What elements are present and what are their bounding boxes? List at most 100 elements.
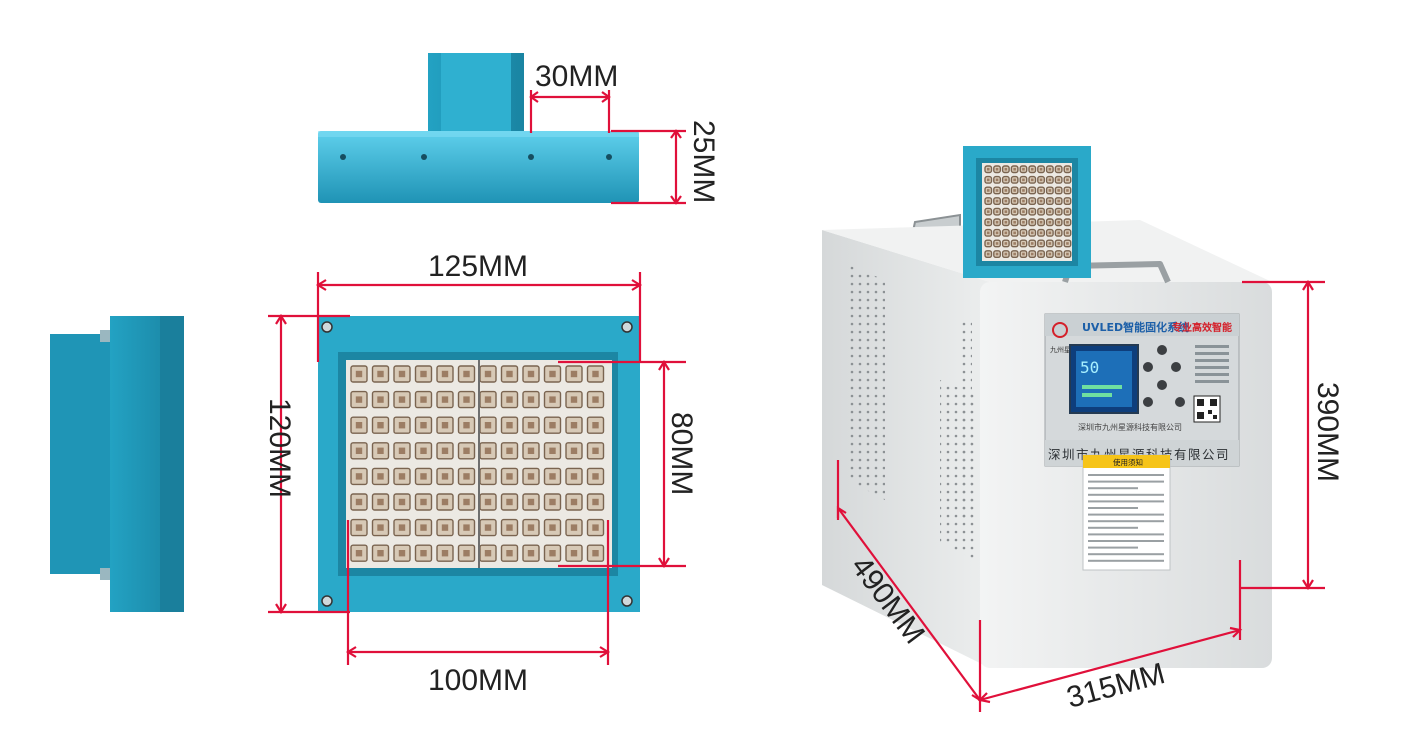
panel-button-up[interactable]	[1157, 345, 1167, 355]
led-chip	[463, 498, 470, 506]
led-chip	[995, 210, 999, 213]
led-chip	[592, 396, 599, 403]
led-chip	[1004, 199, 1008, 203]
panel-button-down[interactable]	[1157, 380, 1167, 390]
led-chip	[463, 550, 470, 557]
led-chip	[398, 447, 406, 454]
led-chip	[420, 524, 427, 531]
led-chip	[1048, 252, 1052, 256]
led-chip	[527, 422, 535, 429]
control-panel: UVLED智能固化系统 专业高效智能 九州星源 50	[1044, 313, 1240, 467]
led-chip	[506, 422, 513, 429]
led-chip	[986, 189, 990, 192]
dim-unit-height: 390MM	[1311, 382, 1344, 482]
led-chip	[420, 370, 427, 378]
led-chip	[1004, 231, 1008, 235]
led-chip	[420, 422, 427, 429]
label-text-line	[1088, 520, 1164, 523]
led-chip	[441, 473, 449, 480]
led-chip	[355, 370, 363, 378]
led-chip	[1066, 178, 1069, 182]
dim-front-height: 120MM	[263, 398, 296, 498]
led-chip	[398, 422, 406, 429]
led-chip	[484, 524, 492, 531]
led-chip	[1030, 167, 1034, 171]
led-chip	[463, 447, 470, 454]
led-chip	[986, 210, 990, 213]
led-chip	[355, 473, 363, 480]
led-chip	[570, 370, 578, 378]
led-chip	[377, 498, 384, 506]
led-chip	[995, 189, 999, 192]
led-chip	[995, 252, 999, 256]
led-chip	[592, 447, 599, 454]
led-chip	[1013, 167, 1016, 171]
led-chip	[1057, 199, 1060, 203]
led-chip	[549, 498, 556, 506]
led-chip	[1022, 220, 1025, 224]
led-chip	[484, 370, 492, 378]
panel-button-esc[interactable]	[1175, 397, 1185, 407]
led-chip	[355, 396, 363, 403]
led-chip	[1039, 210, 1043, 213]
led-chip	[527, 396, 535, 403]
led-chip	[1030, 178, 1034, 182]
led-chip	[1022, 199, 1025, 203]
led-chip	[441, 498, 449, 506]
led-chip	[1030, 189, 1034, 192]
unit-lamp-head	[963, 146, 1091, 278]
led-chip	[1039, 178, 1043, 182]
led-chip	[570, 473, 578, 480]
led-chip	[1039, 189, 1043, 192]
led-chip	[1066, 220, 1069, 224]
led-chip	[1013, 242, 1016, 245]
led-chip	[1030, 252, 1034, 256]
led-chip	[1057, 189, 1060, 192]
control-unit: UVLED智能固化系统 专业高效智能 九州星源 50	[822, 146, 1272, 668]
led-chip	[420, 396, 427, 403]
led-chip	[995, 220, 999, 224]
led-chip	[484, 550, 492, 557]
led-chip	[377, 396, 384, 403]
panel-button-left[interactable]	[1143, 362, 1153, 372]
led-chip	[484, 422, 492, 429]
led-chip	[441, 550, 449, 557]
led-chip	[1057, 231, 1060, 235]
label-text-line	[1088, 507, 1138, 509]
led-chip	[506, 550, 513, 557]
led-chip	[355, 550, 363, 557]
led-chip	[420, 498, 427, 506]
led-chip	[420, 447, 427, 454]
led-chip	[986, 178, 990, 182]
panel-button-set[interactable]	[1143, 397, 1153, 407]
led-chip	[1022, 252, 1025, 256]
led-chip	[527, 447, 535, 454]
led-chip	[995, 231, 999, 235]
led-chip	[1048, 220, 1052, 224]
led-chip	[549, 524, 556, 531]
label-header: 使用须知	[1113, 457, 1143, 467]
led-chip	[1057, 178, 1060, 182]
led-chip	[1013, 210, 1016, 213]
led-chip	[549, 550, 556, 557]
led-chip	[355, 422, 363, 429]
led-chip	[1022, 210, 1025, 213]
led-chip	[1004, 167, 1008, 171]
label-text-line	[1088, 533, 1164, 536]
led-chip	[1039, 220, 1043, 224]
led-chip	[549, 370, 556, 378]
led-chip	[1048, 210, 1052, 213]
panel-button-right[interactable]	[1171, 362, 1181, 372]
led-chip	[1022, 178, 1025, 182]
qr-code-icon	[1193, 395, 1221, 423]
led-chip	[1013, 252, 1016, 256]
led-chip	[995, 199, 999, 203]
led-chip	[398, 550, 406, 557]
led-chip	[1057, 167, 1060, 171]
label-text-line	[1088, 553, 1164, 556]
led-chip	[1013, 220, 1016, 224]
panel-company-small: 深圳市九州星源科技有限公司	[1078, 422, 1182, 432]
led-chip	[398, 498, 406, 506]
lcd-value: 50	[1080, 358, 1099, 377]
led-chip	[1004, 242, 1008, 245]
